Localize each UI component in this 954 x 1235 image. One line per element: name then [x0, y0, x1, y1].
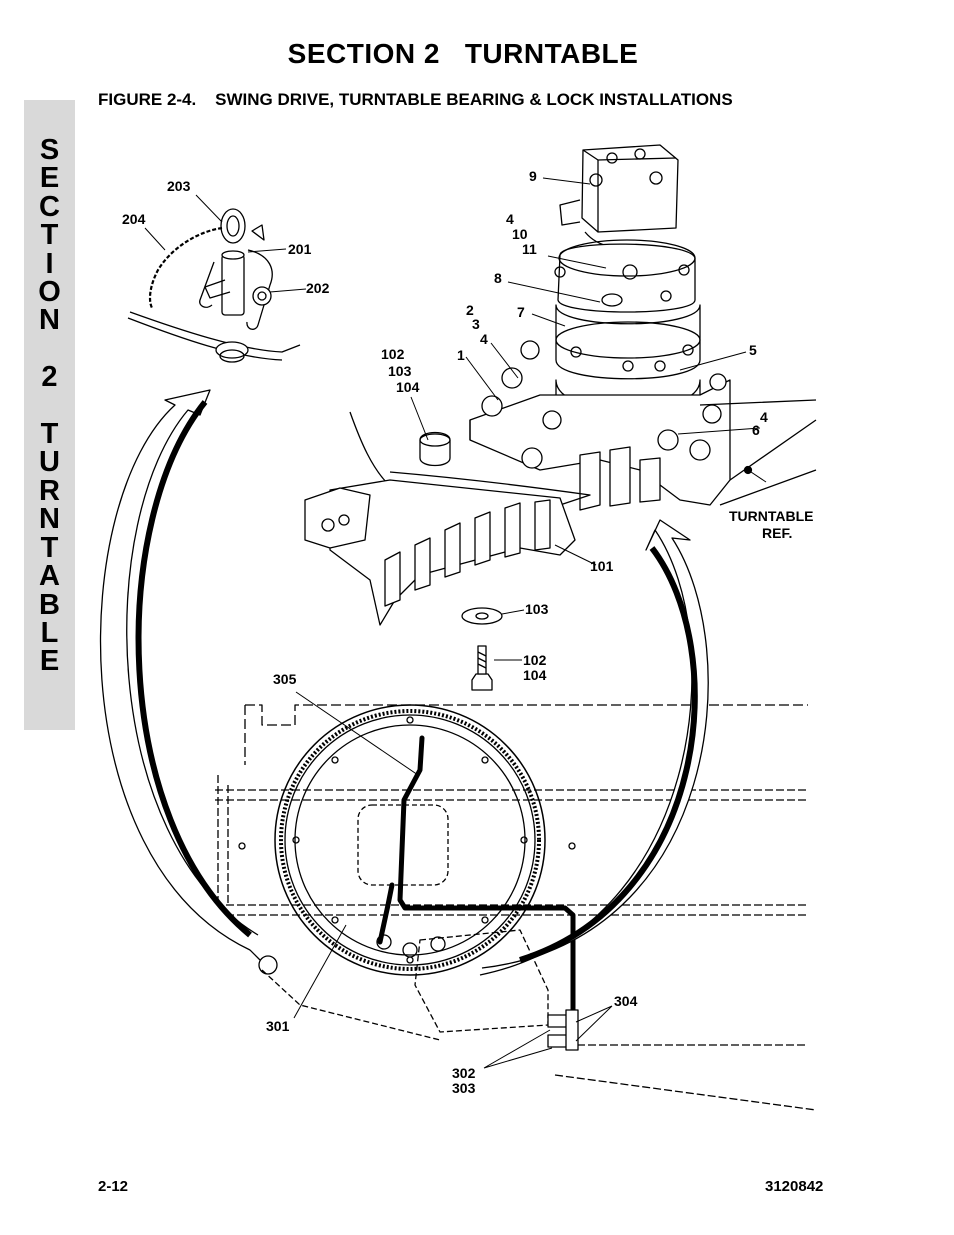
callout-3: 3: [472, 316, 480, 332]
callout-4-right: 4: [760, 409, 768, 425]
swing-drive-assembly: [469, 144, 817, 511]
callout-labels: 203 204 201 202 9 4 10 11 8 2 3 4 7 1 10…: [122, 168, 814, 1096]
callout-104-bottom: 104: [523, 667, 547, 683]
callout-103-top: 103: [388, 363, 412, 379]
turntable-ref-label-2: REF.: [762, 525, 792, 541]
callout-304: 304: [614, 993, 638, 1009]
callout-10: 10: [512, 226, 528, 242]
callout-102-top: 102: [381, 346, 405, 362]
rotation-arrows: [99, 389, 709, 976]
lock-pin-assembly: [127, 208, 301, 363]
callout-104-top: 104: [396, 379, 420, 395]
callout-201: 201: [288, 241, 312, 257]
callout-5: 5: [749, 342, 757, 358]
callout-4-top: 4: [506, 211, 514, 227]
callout-103-bottom: 103: [525, 601, 549, 617]
page-title: SECTION 2 TURNTABLE: [287, 38, 639, 69]
callout-1: 1: [457, 347, 465, 363]
callout-7: 7: [517, 304, 525, 320]
callout-303: 303: [452, 1080, 476, 1096]
turntable-ref-label-1: TURNTABLE: [729, 508, 814, 524]
section-side-tab: S E C T I O N 2 T U R N T A B L E: [24, 100, 75, 730]
callout-9: 9: [529, 168, 537, 184]
gear-rack-segment: [304, 411, 591, 691]
side-tab-label: S E C T I O N 2 T U R N T A B L E: [38, 134, 61, 678]
leader-lines: [144, 177, 767, 1069]
callout-4-mid: 4: [480, 331, 488, 347]
callout-301: 301: [266, 1018, 290, 1034]
turntable-ref-dot: [743, 465, 753, 475]
hose-fittings: [547, 1009, 579, 1051]
callout-202: 202: [306, 280, 330, 296]
hydraulic-hoses: [377, 735, 576, 1021]
callout-203: 203: [167, 178, 191, 194]
callout-11: 11: [522, 241, 537, 257]
callout-302: 302: [452, 1065, 476, 1081]
callout-8: 8: [494, 270, 502, 286]
page-number: 2-12: [98, 1178, 129, 1195]
callout-305: 305: [273, 671, 297, 687]
callout-101: 101: [590, 558, 614, 574]
callout-204: 204: [122, 211, 146, 227]
callout-102-bottom: 102: [523, 652, 547, 668]
document-number: 3120842: [765, 1178, 824, 1195]
callout-6: 6: [752, 422, 760, 438]
figure-title: FIGURE 2-4. SWING DRIVE, TURNTABLE BEARI…: [98, 90, 733, 109]
callout-2: 2: [466, 302, 474, 318]
